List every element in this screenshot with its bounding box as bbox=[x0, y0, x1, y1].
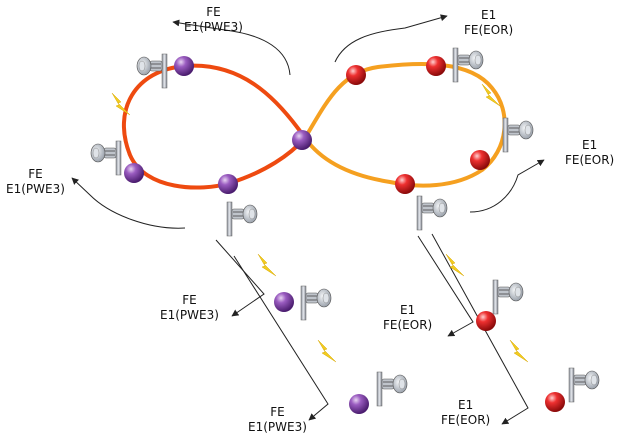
node-red bbox=[476, 311, 496, 331]
label-line1: FE bbox=[182, 293, 197, 307]
microwave-antenna-icon bbox=[502, 117, 534, 153]
connector-top-left bbox=[172, 19, 291, 76]
label-line2: FE(EOR) bbox=[565, 153, 615, 167]
label-left: FE E1(PWE3) bbox=[6, 167, 65, 197]
connector-right bbox=[469, 159, 545, 213]
label-line1: E1 bbox=[481, 8, 497, 22]
node-purple bbox=[349, 394, 369, 414]
microwave-antenna-icon bbox=[300, 285, 332, 321]
left-ring bbox=[121, 63, 308, 190]
microwave-antenna-icon bbox=[226, 201, 258, 237]
label-line2: FE(EOR) bbox=[383, 318, 433, 332]
label-top-left: FE E1(PWE3) bbox=[184, 5, 243, 35]
node-red bbox=[545, 392, 565, 412]
node-purple bbox=[174, 56, 194, 76]
lightning-bolt-icon bbox=[509, 339, 529, 363]
microwave-antenna-icon bbox=[376, 371, 408, 407]
connector-top-right bbox=[334, 14, 448, 63]
node-purple bbox=[124, 163, 144, 183]
label-line1: E1 bbox=[400, 303, 416, 317]
label-line1: E1 bbox=[458, 398, 474, 412]
lightning-bolt-icon bbox=[257, 253, 277, 277]
label-top-right: E1 FE(EOR) bbox=[464, 8, 513, 38]
label-line1: E1 bbox=[582, 138, 598, 152]
link-line-right-1 bbox=[417, 235, 474, 337]
lightning-bolt-icon bbox=[317, 339, 337, 363]
connector-left bbox=[71, 177, 186, 229]
label-right: E1 FE(EOR) bbox=[565, 138, 614, 168]
label-line2: FE(EOR) bbox=[464, 23, 514, 37]
label-line2: FE(EOR) bbox=[441, 413, 491, 427]
label-bottom-right-1: E1 FE(EOR) bbox=[383, 303, 432, 333]
node-red bbox=[426, 56, 446, 76]
label-line1: FE bbox=[270, 405, 285, 419]
node-red bbox=[395, 174, 415, 194]
link-line-left-2 bbox=[233, 255, 329, 421]
microwave-antenna-icon bbox=[568, 367, 600, 403]
label-line1: FE bbox=[206, 5, 221, 19]
node-purple-junction bbox=[292, 130, 312, 150]
link-line-right-2 bbox=[431, 233, 529, 425]
label-bottom-right-2: E1 FE(EOR) bbox=[441, 398, 490, 428]
node-red bbox=[470, 150, 490, 170]
label-line1: FE bbox=[28, 167, 43, 181]
node-purple bbox=[274, 292, 294, 312]
link-line-left-1 bbox=[215, 239, 265, 317]
node-red bbox=[346, 65, 366, 85]
node-purple bbox=[218, 174, 238, 194]
label-line2: E1(PWE3) bbox=[160, 308, 219, 322]
microwave-antenna-icon bbox=[492, 279, 524, 315]
microwave-antenna-icon bbox=[416, 195, 448, 231]
label-line2: E1(PWE3) bbox=[184, 20, 243, 34]
label-bottom-left-2: FE E1(PWE3) bbox=[248, 405, 307, 435]
label-line2: E1(PWE3) bbox=[6, 182, 65, 196]
label-line2: E1(PWE3) bbox=[248, 420, 307, 434]
label-bottom-left-1: FE E1(PWE3) bbox=[160, 293, 219, 323]
microwave-antenna-icon bbox=[90, 140, 122, 176]
